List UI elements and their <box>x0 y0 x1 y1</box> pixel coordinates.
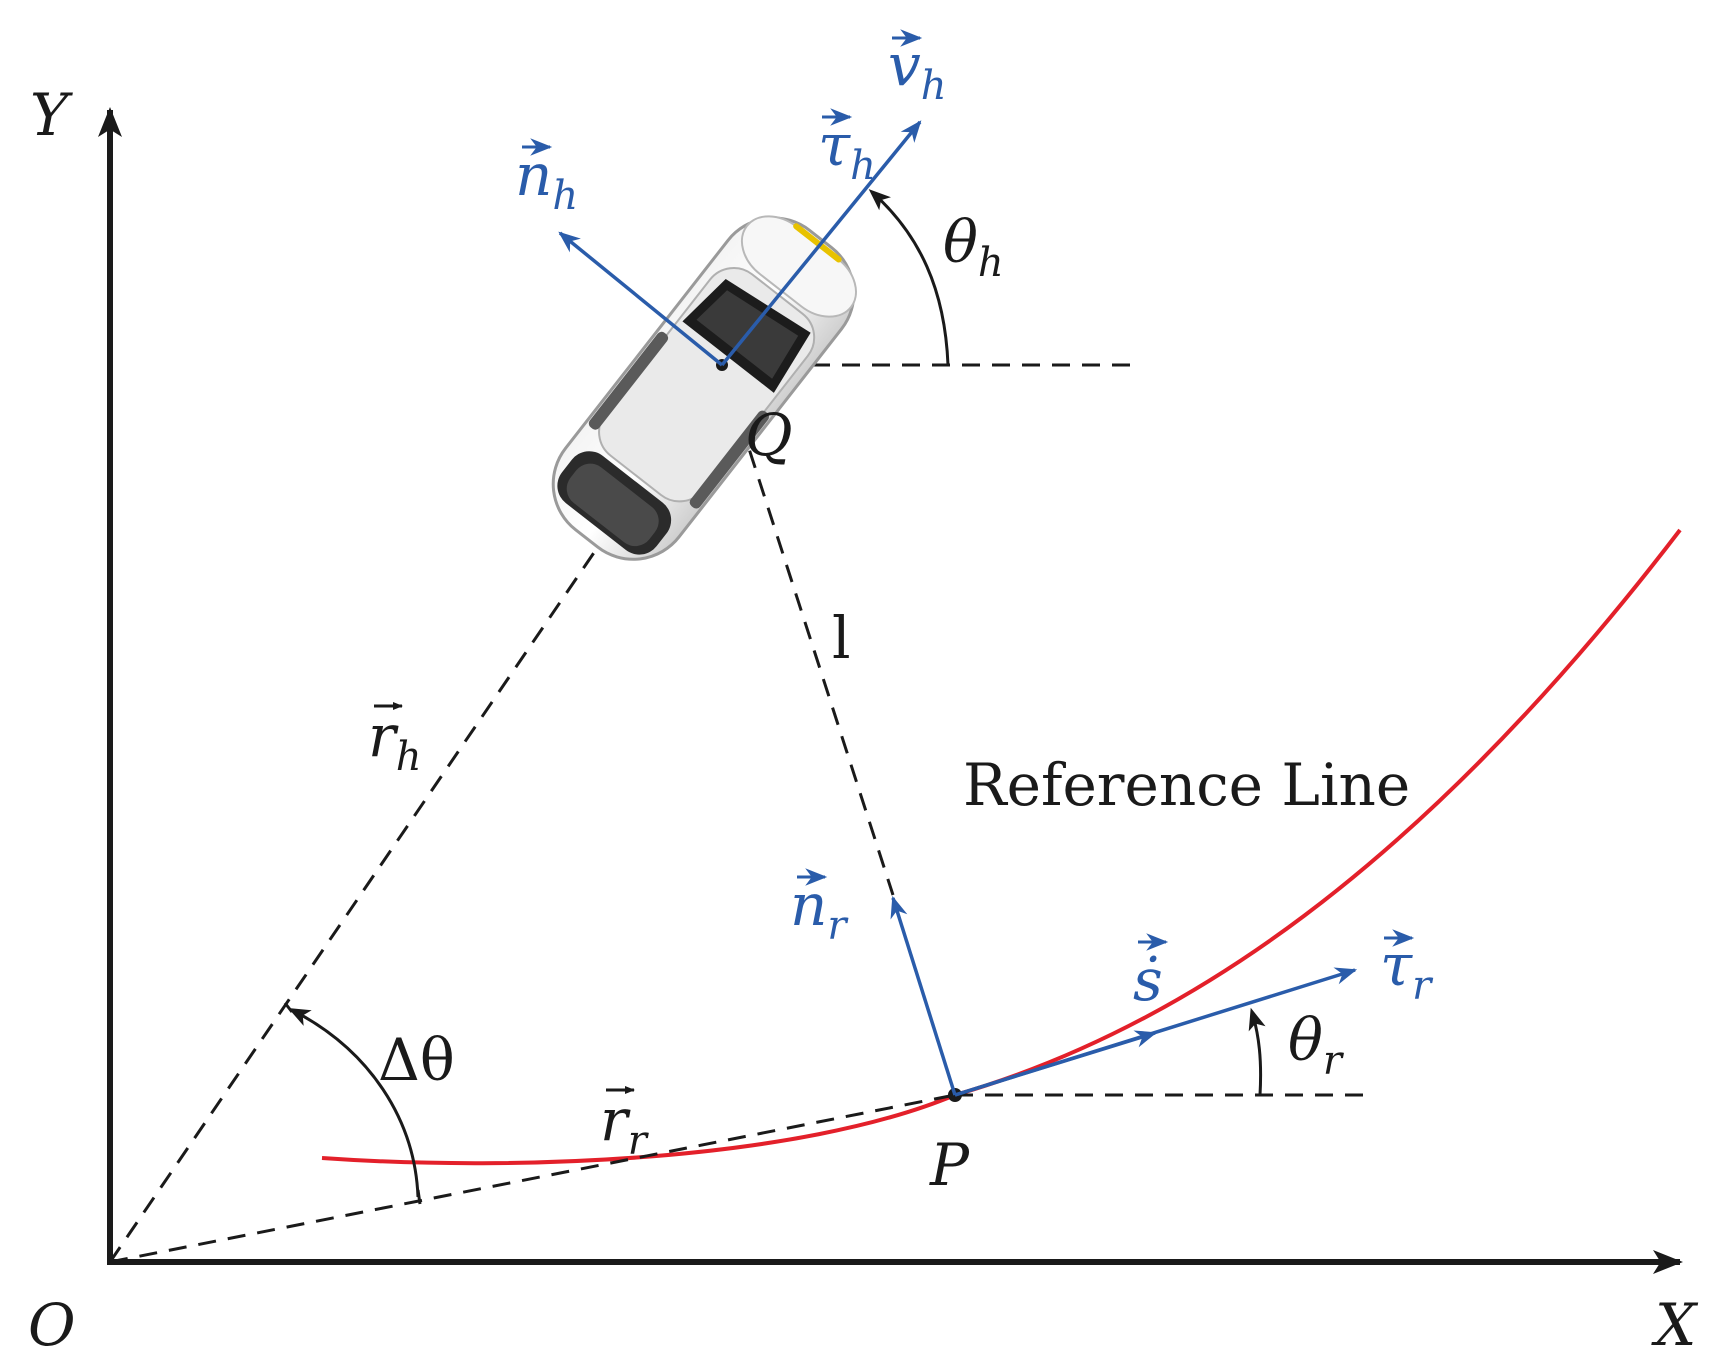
reference-line-curve <box>321 528 1682 1166</box>
tau-h-label: τh <box>818 111 876 189</box>
theta-h-label: θh <box>943 208 1004 286</box>
distance-label: l <box>832 604 851 672</box>
dashed-r-r <box>109 1093 956 1264</box>
tau-h-vector <box>720 120 922 367</box>
point-q-label: Q <box>745 401 793 469</box>
n-r-vector <box>890 895 957 1096</box>
s-dot-label: ṡ <box>1133 946 1163 1014</box>
n-h-label: nh <box>515 141 578 219</box>
v-h-label: vh <box>888 31 947 109</box>
point-p-label: P <box>929 1131 970 1199</box>
reference-line-label: Reference Line <box>963 751 1410 819</box>
dashed-l <box>720 364 895 896</box>
r-h-label: rh <box>368 702 422 780</box>
y-axis-label: Y <box>30 81 73 149</box>
x-axis-label: X <box>1651 1291 1699 1359</box>
tau-r-label: τr <box>1380 931 1434 1009</box>
s-dot-vector <box>954 1030 1158 1097</box>
n-h-vector <box>558 231 724 367</box>
theta-r-label: θr <box>1288 1006 1345 1084</box>
delta-theta-tick-upper <box>283 1002 294 1013</box>
theta-r-arc <box>1248 1007 1266 1096</box>
n-r-label: nr <box>790 871 849 949</box>
origin-label: O <box>28 1291 76 1359</box>
theta-h-arc <box>868 189 950 366</box>
r-r-label: rr <box>600 1086 650 1164</box>
delta-theta-label: Δθ <box>378 1026 455 1094</box>
delta-theta-arc <box>288 1007 420 1198</box>
